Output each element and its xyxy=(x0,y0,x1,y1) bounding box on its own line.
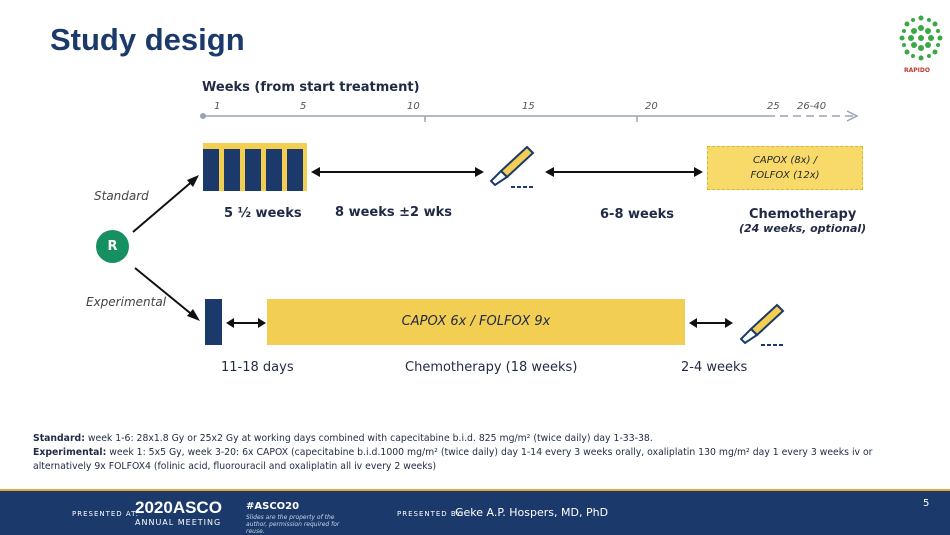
footer-presenter-name: Geke A.P. Hospers, MD, PhD xyxy=(455,506,609,519)
experimental-rt-label: 11-18 days xyxy=(221,360,294,375)
standard-arm-label: Standard xyxy=(94,189,149,203)
footer-presented-by: PRESENTED BY: xyxy=(397,510,465,518)
footer-note: Slides are the property of the author, p… xyxy=(246,514,340,535)
rt-week-block xyxy=(203,149,219,191)
standard-interval-label: 8 weeks ±2 wks xyxy=(335,205,452,220)
standard-rt-label: 5 ½ weeks xyxy=(224,206,302,221)
experimental-rt-arrow xyxy=(226,318,266,328)
experimental-short-radiotherapy-block xyxy=(205,299,222,345)
rt-week-block xyxy=(224,149,240,191)
experimental-chemo-label: Chemotherapy (18 weeks) xyxy=(405,360,578,375)
rt-week-block xyxy=(287,149,303,191)
footer-bar xyxy=(0,489,950,535)
rapido-logo: RAPIDO xyxy=(896,6,946,78)
standard-post-surgery-arrow xyxy=(545,167,703,177)
randomization-circle: R xyxy=(96,230,129,263)
standard-interval-arrow xyxy=(311,167,484,177)
logo-text: RAPIDO xyxy=(904,67,930,74)
rt-week-block xyxy=(245,149,261,191)
footer-asco-logo: 2020ASCO xyxy=(135,498,222,517)
standard-radiotherapy-blocks xyxy=(203,143,307,191)
rapido-logo-icon xyxy=(899,15,943,61)
footer-presented-at: PRESENTED AT: xyxy=(72,510,140,518)
footnote-experimental: Experimental: week 1: 5x5 Gy, week 3-20:… xyxy=(33,446,913,474)
surgery-scalpel-icon xyxy=(739,303,785,346)
standard-chemo-label: Chemotherapy xyxy=(749,207,857,222)
tick-label: 10 xyxy=(407,101,420,112)
timeline-axis xyxy=(200,110,859,122)
footer-accent-line xyxy=(0,489,950,491)
tick-label: 15 xyxy=(522,101,535,112)
experimental-chemo-box: CAPOX 6x / FOLFOX 9x xyxy=(267,299,685,345)
timeline-title: Weeks (from start treatment) xyxy=(202,80,420,95)
footnote: Standard: week 1-6: 28x1.8 Gy or 25x2 Gy… xyxy=(33,432,913,474)
tick-label: 25 xyxy=(767,101,780,112)
footer-annual-meeting: ANNUAL MEETING xyxy=(135,518,222,527)
standard-chemo-sub: (24 weeks, optional) xyxy=(739,222,867,235)
footnote-standard-text: week 1-6: 28x1.8 Gy or 25x2 Gy at workin… xyxy=(84,433,653,444)
randomization-arrows xyxy=(132,175,200,321)
experimental-surgery-label: 2-4 weeks xyxy=(681,360,748,375)
page-number: 5 xyxy=(923,498,930,509)
footnote-experimental-text: week 1: 5x5 Gy, week 3-20: 6x CAPOX (cap… xyxy=(33,447,873,472)
surgery-scalpel-icon xyxy=(489,145,535,188)
tick-label: 20 xyxy=(645,101,658,112)
standard-post-surgery-label: 6-8 weeks xyxy=(600,207,675,222)
tick-label: 5 xyxy=(300,101,307,112)
footnote-experimental-head: Experimental: xyxy=(33,447,107,458)
standard-chemo-box: CAPOX (8x) / FOLFOX (12x) xyxy=(707,146,863,190)
footnote-standard-head: Standard: xyxy=(33,433,85,444)
slide-title: Study design xyxy=(50,22,245,57)
tick-label: 1 xyxy=(214,101,221,112)
standard-chemo-box-line1: CAPOX (8x) / xyxy=(752,155,818,166)
footnote-standard: Standard: week 1-6: 28x1.8 Gy or 25x2 Gy… xyxy=(33,432,913,446)
experimental-arm-label: Experimental xyxy=(86,295,167,309)
rt-week-block xyxy=(266,149,282,191)
experimental-surgery-arrow xyxy=(689,318,733,328)
standard-chemo-box-line2: FOLFOX (12x) xyxy=(750,170,820,181)
footer-hashtag: #ASCO20 xyxy=(246,501,300,512)
tick-label: 26-40 xyxy=(797,101,827,112)
